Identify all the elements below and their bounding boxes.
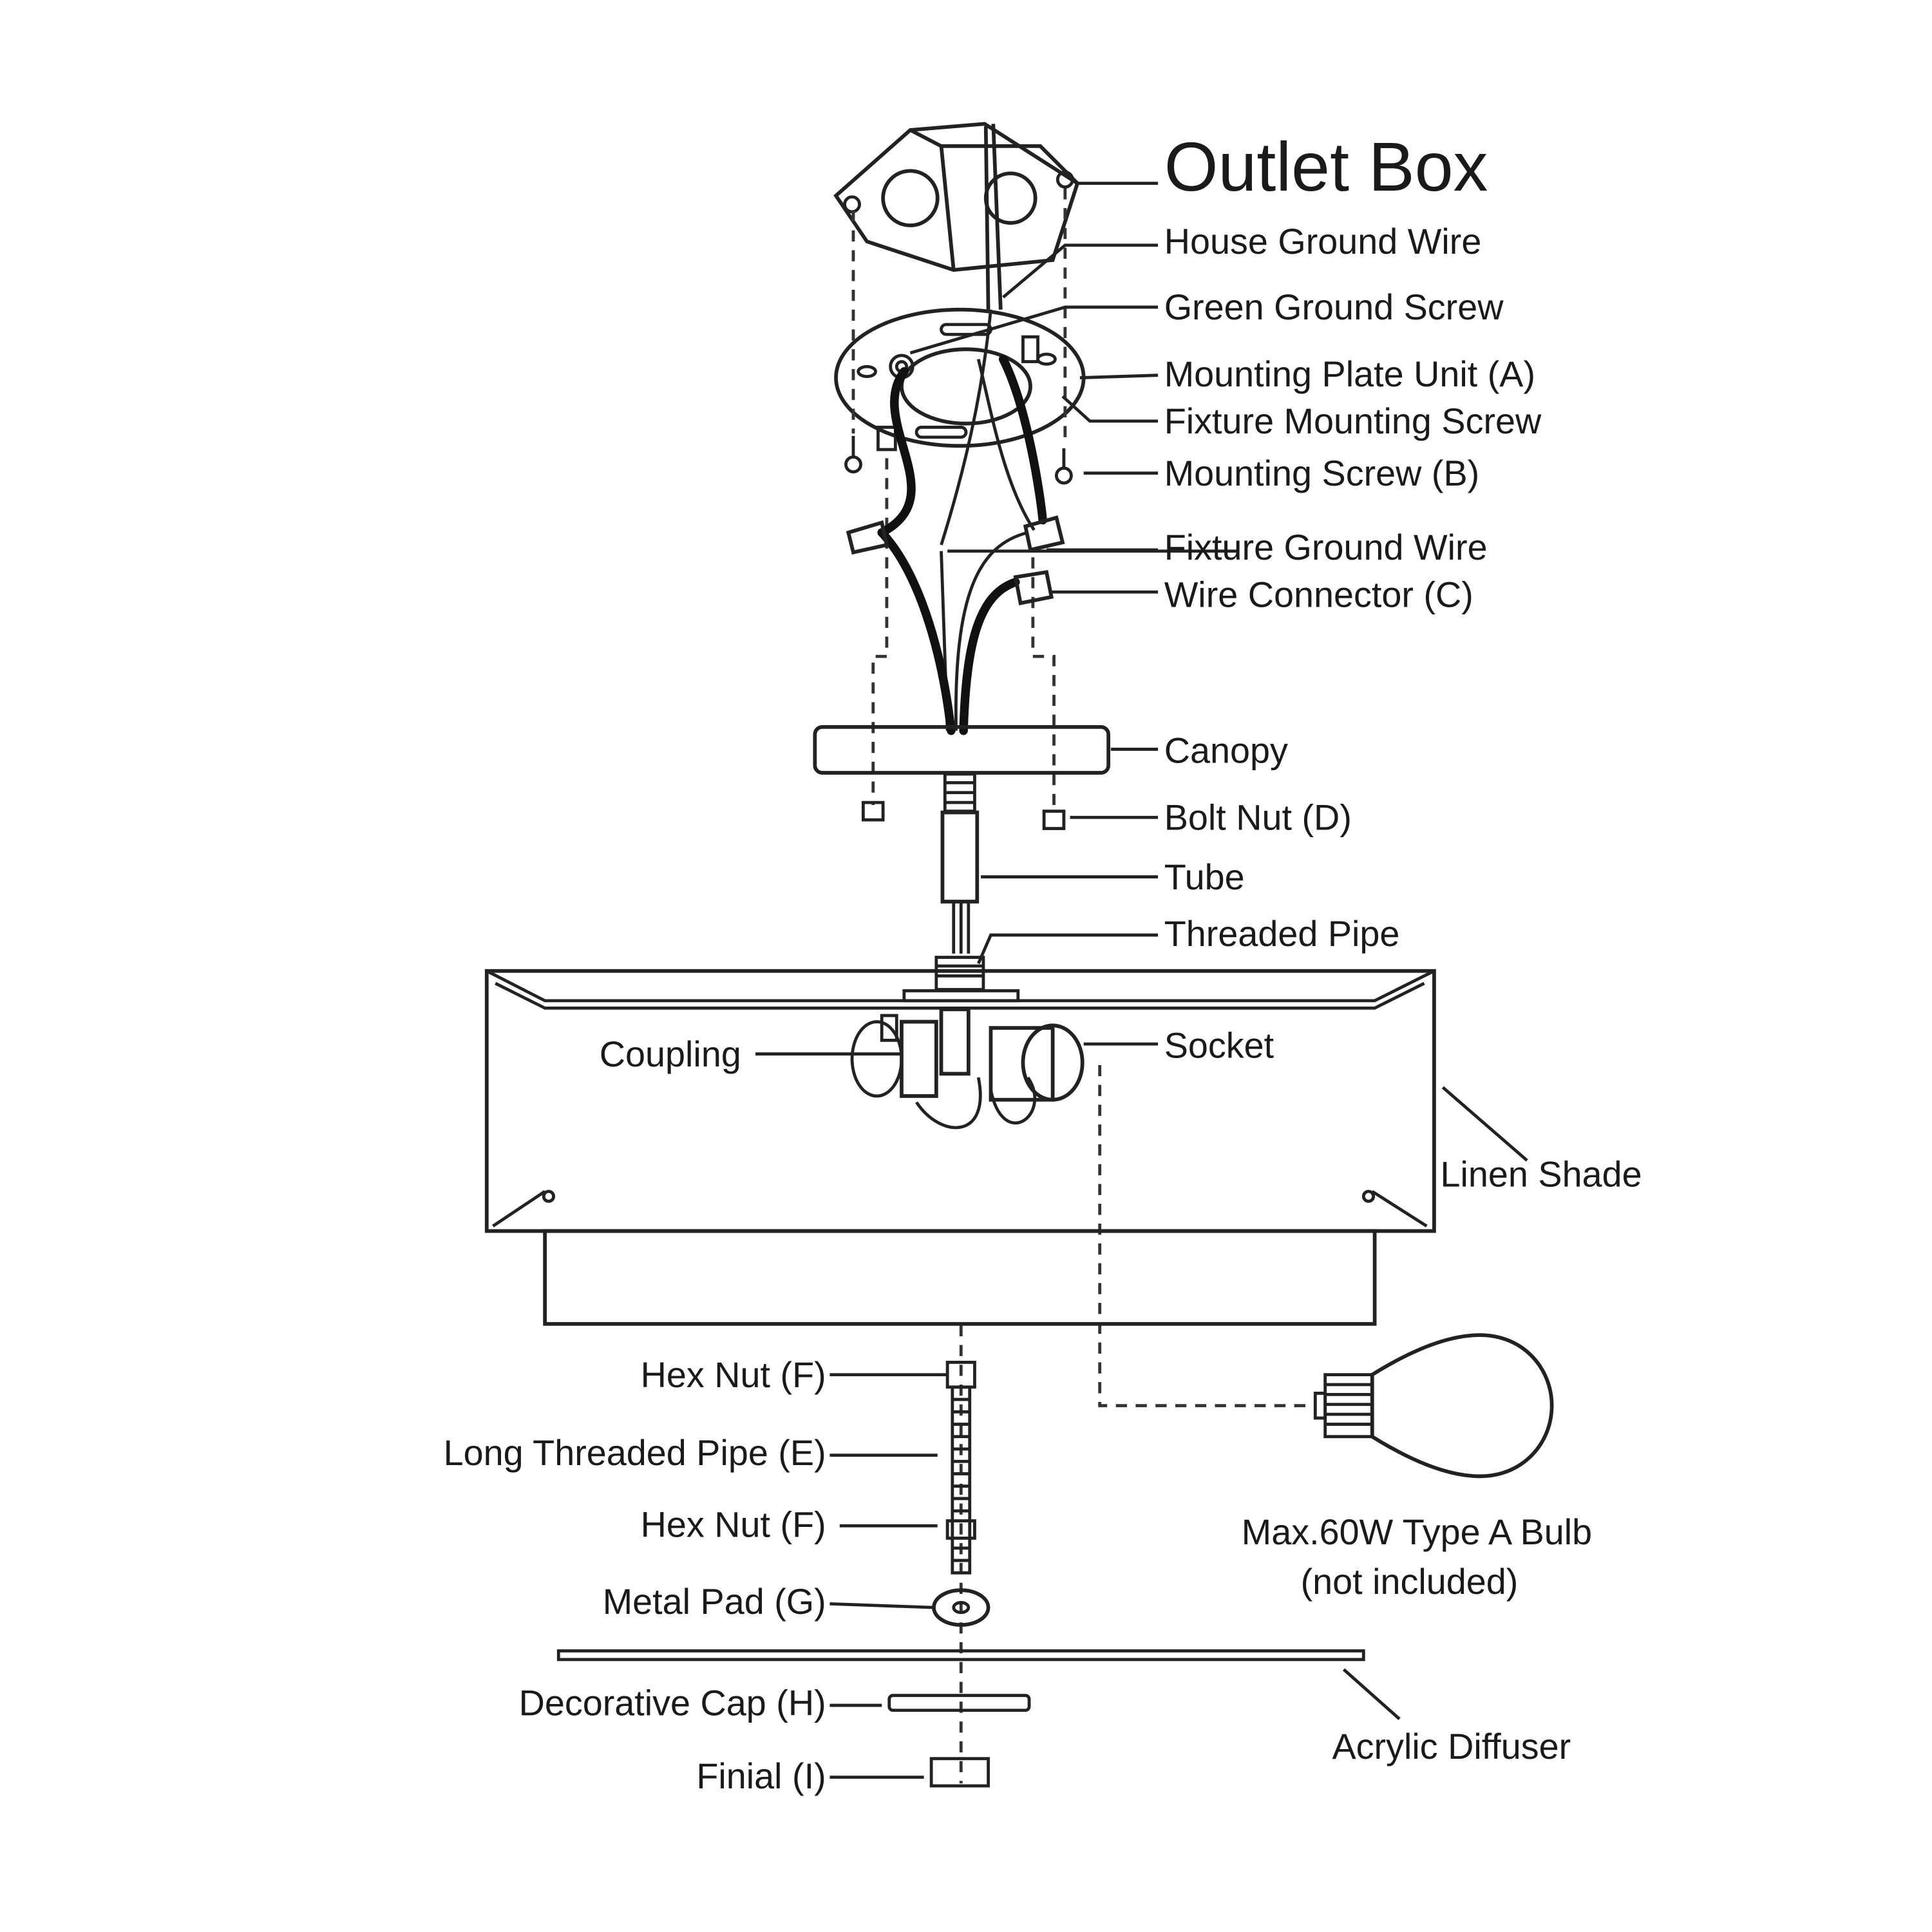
label-metal-pad: Metal Pad (G)	[603, 1582, 826, 1622]
label-finial: Finial (I)	[696, 1756, 826, 1796]
label-coupling: Coupling	[600, 1034, 741, 1074]
label-hex-nut-bottom: Hex Nut (F)	[641, 1505, 826, 1545]
mounting-screws	[844, 426, 1073, 485]
labels: Outlet Box House Ground Wire Green Groun…	[444, 128, 1642, 1796]
tube-assembly	[934, 772, 985, 991]
label-green-ground-screw: Green Ground Screw	[1164, 287, 1504, 327]
label-canopy: Canopy	[1164, 731, 1288, 771]
leader-lines	[755, 182, 1528, 1779]
label-threaded-pipe: Threaded Pipe	[1164, 914, 1400, 954]
label-wire-connector: Wire Connector (C)	[1164, 574, 1473, 614]
label-linen-shade: Linen Shade	[1441, 1154, 1642, 1194]
label-acrylic-diffuser: Acrylic Diffuser	[1332, 1727, 1571, 1766]
outlet-box	[833, 122, 1080, 310]
label-bolt-nut: Bolt Nut (D)	[1164, 797, 1352, 837]
acrylic-diffuser	[556, 1649, 1365, 1662]
decorative-cap	[887, 1694, 1031, 1712]
label-long-threaded-pipe: Long Threaded Pipe (E)	[444, 1433, 826, 1473]
mounting-plate	[834, 307, 1086, 448]
label-tube: Tube	[1164, 857, 1245, 897]
socket-cluster	[850, 989, 1084, 1130]
bolt-nuts	[861, 800, 1066, 830]
label-bulb-line1: Max.60W Type A Bulb	[1242, 1512, 1592, 1552]
label-fixture-mounting-screw: Fixture Mounting Screw	[1164, 401, 1542, 441]
label-bulb-line2: (not included)	[1301, 1562, 1519, 1602]
bulb	[1313, 1333, 1554, 1479]
long-threaded-pipe	[945, 1360, 976, 1575]
wire-connectors	[846, 515, 1065, 605]
label-hex-nut-top: Hex Nut (F)	[641, 1355, 826, 1395]
label-socket: Socket	[1164, 1025, 1274, 1065]
label-house-ground-wire: House Ground Wire	[1164, 222, 1482, 261]
linen-shade	[484, 969, 1436, 1326]
finial	[929, 1757, 990, 1788]
label-mounting-plate-unit: Mounting Plate Unit (A)	[1164, 354, 1535, 394]
label-mounting-screw: Mounting Screw (B)	[1164, 453, 1480, 493]
label-outlet-box: Outlet Box	[1164, 128, 1488, 205]
label-fixture-ground-wire: Fixture Ground Wire	[1164, 527, 1488, 567]
alignment-lines	[851, 188, 1316, 1784]
label-decorative-cap: Decorative Cap (H)	[519, 1683, 826, 1723]
